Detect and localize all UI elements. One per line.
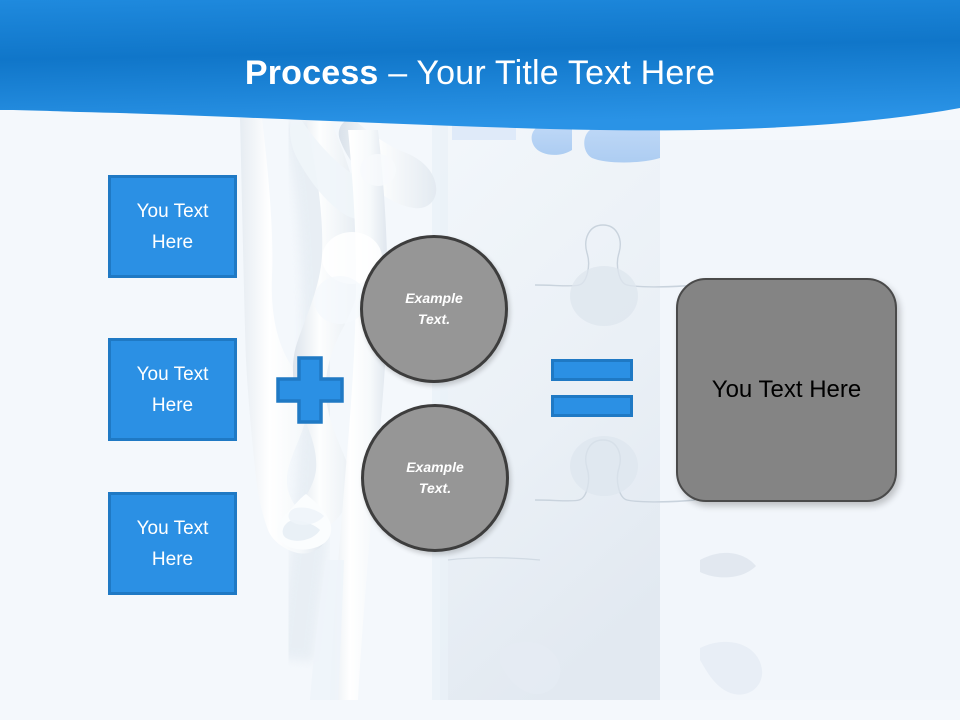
equals-bar-top — [551, 359, 633, 381]
puzzle-seam — [447, 557, 541, 561]
title-strong: Process — [244, 54, 379, 92]
result-box[interactable]: You Text Here — [676, 278, 897, 502]
equals-bar-bottom — [551, 395, 633, 417]
result-box-label: You Text Here — [711, 376, 862, 403]
equals-icon — [551, 359, 633, 417]
page-title: Process – Your Title Text Here — [0, 52, 960, 94]
plus-icon — [276, 356, 344, 424]
title-rest: Your Title Text Here — [416, 54, 716, 92]
title-dash: – — [378, 54, 417, 92]
